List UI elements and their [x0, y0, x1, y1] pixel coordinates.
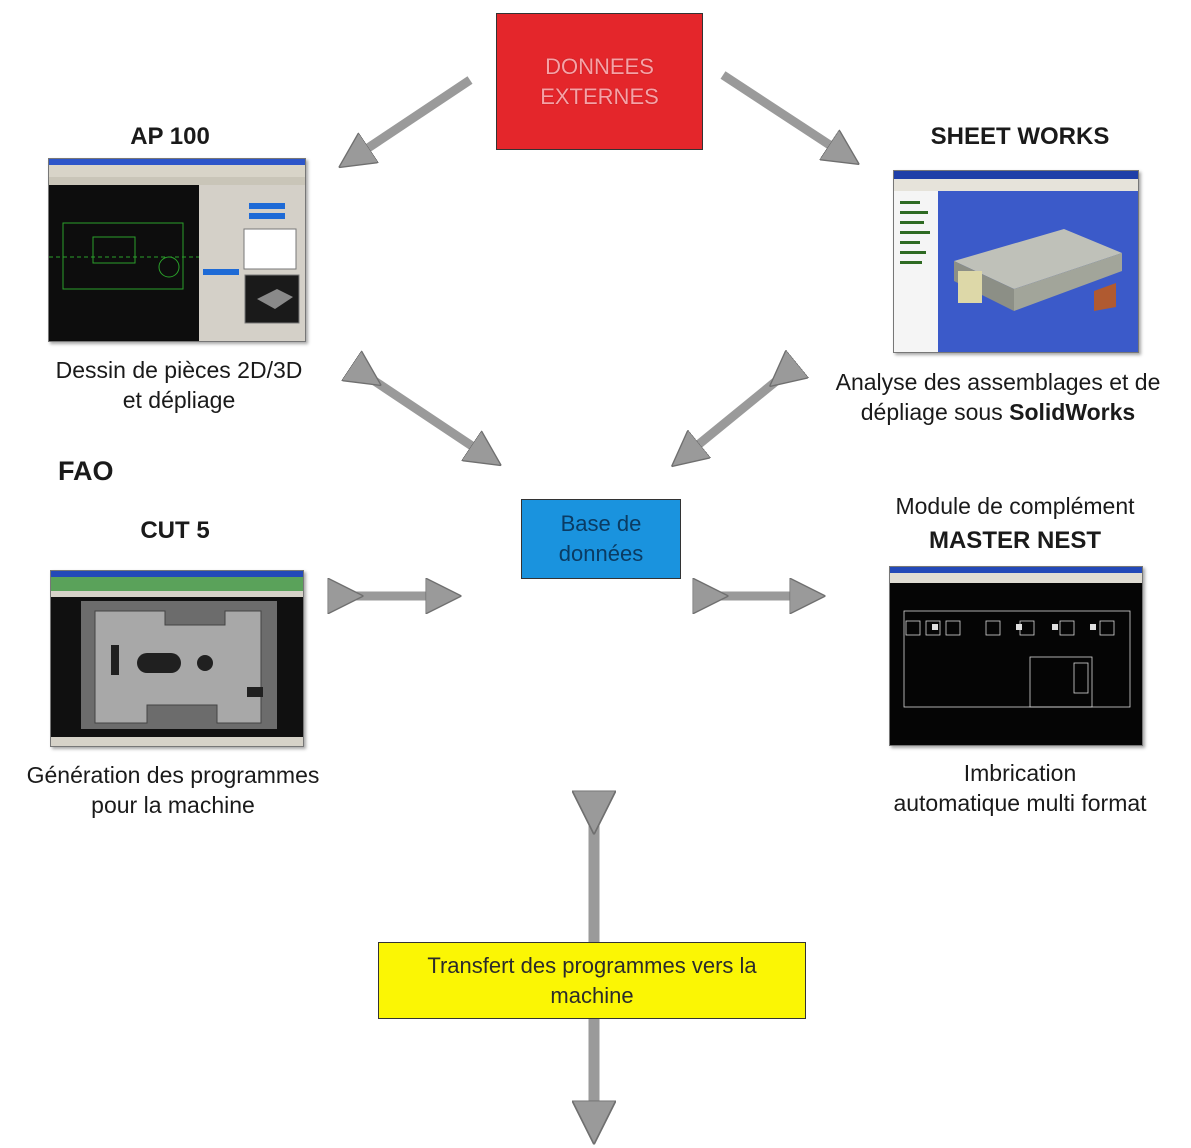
sheetworks-caption-solidworks: SolidWorks [1009, 399, 1136, 425]
ap100-caption-line2: et dépliage [122, 387, 236, 413]
transfer-line1: Transfert des programmes vers la [427, 952, 757, 978]
ap100-title: AP 100 [130, 123, 210, 150]
masternest-pre-title: Module de complément [895, 493, 1135, 519]
transfer-box: Transfert des programmes vers la machine [378, 942, 806, 1019]
masternest-caption-line2: automatique multi format [893, 790, 1147, 816]
masternest-screenshot [889, 566, 1143, 746]
cut5-caption: Génération des programmes pour la machin… [2, 760, 344, 820]
external-data-box: DONNEES EXTERNES [496, 13, 703, 150]
external-data-line2: EXTERNES [540, 83, 659, 109]
sheetworks-caption-line2-prefix: dépliage sous [860, 399, 1010, 425]
sheetworks-caption-line1: Analyse des assemblages et de [835, 369, 1161, 395]
sheetworks-caption: Analyse des assemblages et de dépliage s… [805, 367, 1191, 427]
masternest-title: MASTER NEST [928, 527, 1101, 554]
sheetworks-title: SHEET WORKS [930, 123, 1110, 150]
arrow-external-to-sheetworks [720, 71, 848, 157]
database-line2: données [558, 541, 644, 566]
arrow-sheetworks-database [682, 378, 780, 458]
ap100-screenshot [48, 158, 306, 342]
cut5-screenshot [50, 570, 304, 747]
database-box: Base de données [521, 499, 681, 579]
cut5-title: CUT 5 [140, 517, 210, 544]
ap100-caption: Dessin de pièces 2D/3D et dépliage [24, 355, 334, 415]
masternest-caption: Imbrication automatique multi format [860, 758, 1180, 818]
masternest-caption-line1: Imbrication [963, 760, 1077, 786]
database-line1: Base de [560, 511, 642, 536]
sheetworks-caption-line2: dépliage sous SolidWorks [805, 397, 1191, 427]
ap100-caption-line1: Dessin de pièces 2D/3D [55, 357, 303, 383]
cut5-caption-line1: Génération des programmes [26, 762, 320, 788]
cut5-caption-line2: pour la machine [91, 792, 255, 818]
sheetworks-screenshot [893, 170, 1139, 353]
external-data-line1: DONNEES [545, 53, 654, 79]
arrow-ap100-database [370, 378, 490, 458]
fao-label: FAO [58, 456, 114, 486]
arrow-external-to-ap100 [350, 76, 473, 160]
transfer-line2: machine [550, 982, 634, 1008]
